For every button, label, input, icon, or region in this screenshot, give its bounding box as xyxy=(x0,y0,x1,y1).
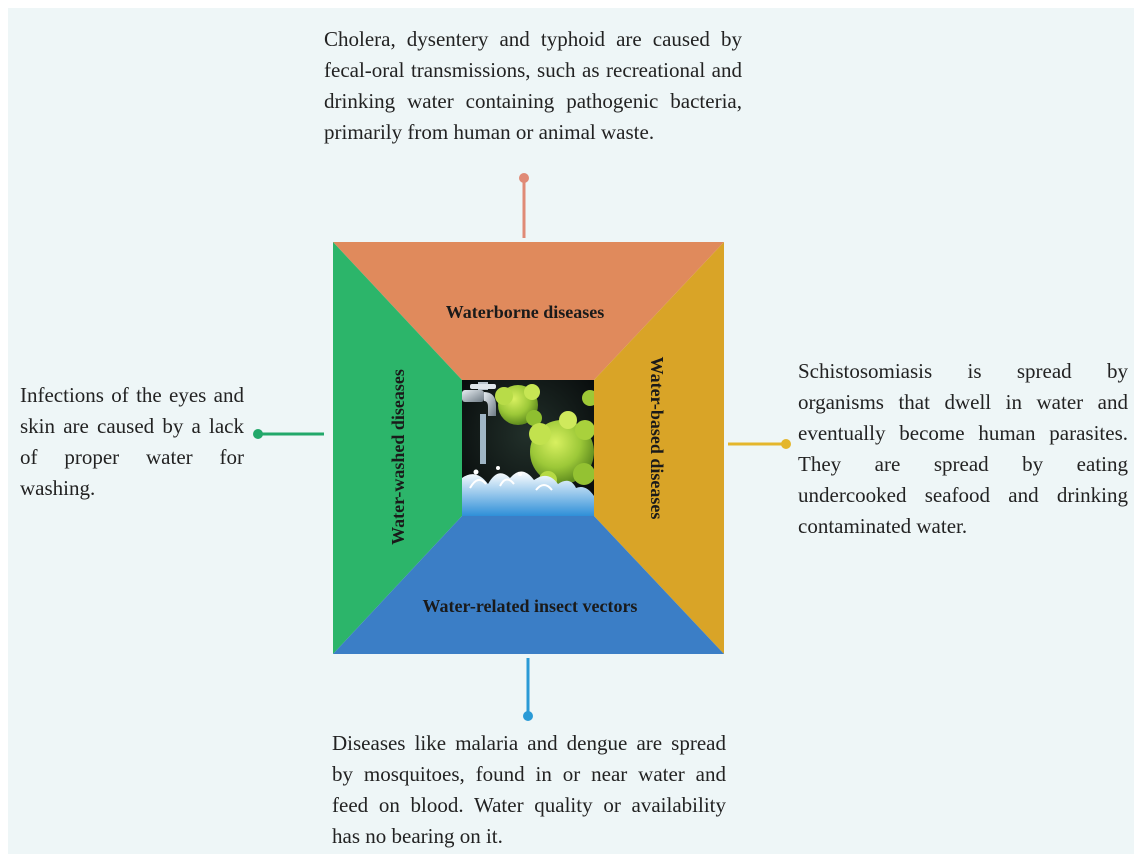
waterborne-description: Cholera, dysentery and typhoid are cause… xyxy=(324,27,742,144)
water-based-description: Schistosomiasis is spread by organisms t… xyxy=(798,359,1128,538)
water-washed-label: Water-washed diseases xyxy=(388,369,408,545)
water-washed-description: Infections of the eyes and skin are caus… xyxy=(20,383,244,500)
insect-vectors-quadrant xyxy=(333,516,724,654)
water-washed-connector xyxy=(253,429,324,439)
insect-vectors-description: Diseases like malaria and dengue are spr… xyxy=(332,731,726,848)
waterborne-quadrant xyxy=(333,242,724,380)
water-based-connector xyxy=(728,439,791,449)
water-tap-icon xyxy=(462,382,496,464)
water-splash-icon xyxy=(462,466,594,516)
water-washed-quadrant xyxy=(333,242,462,654)
water-based-label: Water-based diseases xyxy=(647,357,667,520)
insect-vectors-connector xyxy=(523,658,533,721)
bacteria-cluster-icon xyxy=(495,384,594,489)
waterborne-connector xyxy=(519,173,529,238)
waterborne-label: Waterborne diseases xyxy=(446,302,604,322)
water-tap-bacteria-image xyxy=(462,380,594,516)
water-based-quadrant xyxy=(594,242,724,654)
insect-vectors-label: Water-related insect vectors xyxy=(423,596,638,616)
